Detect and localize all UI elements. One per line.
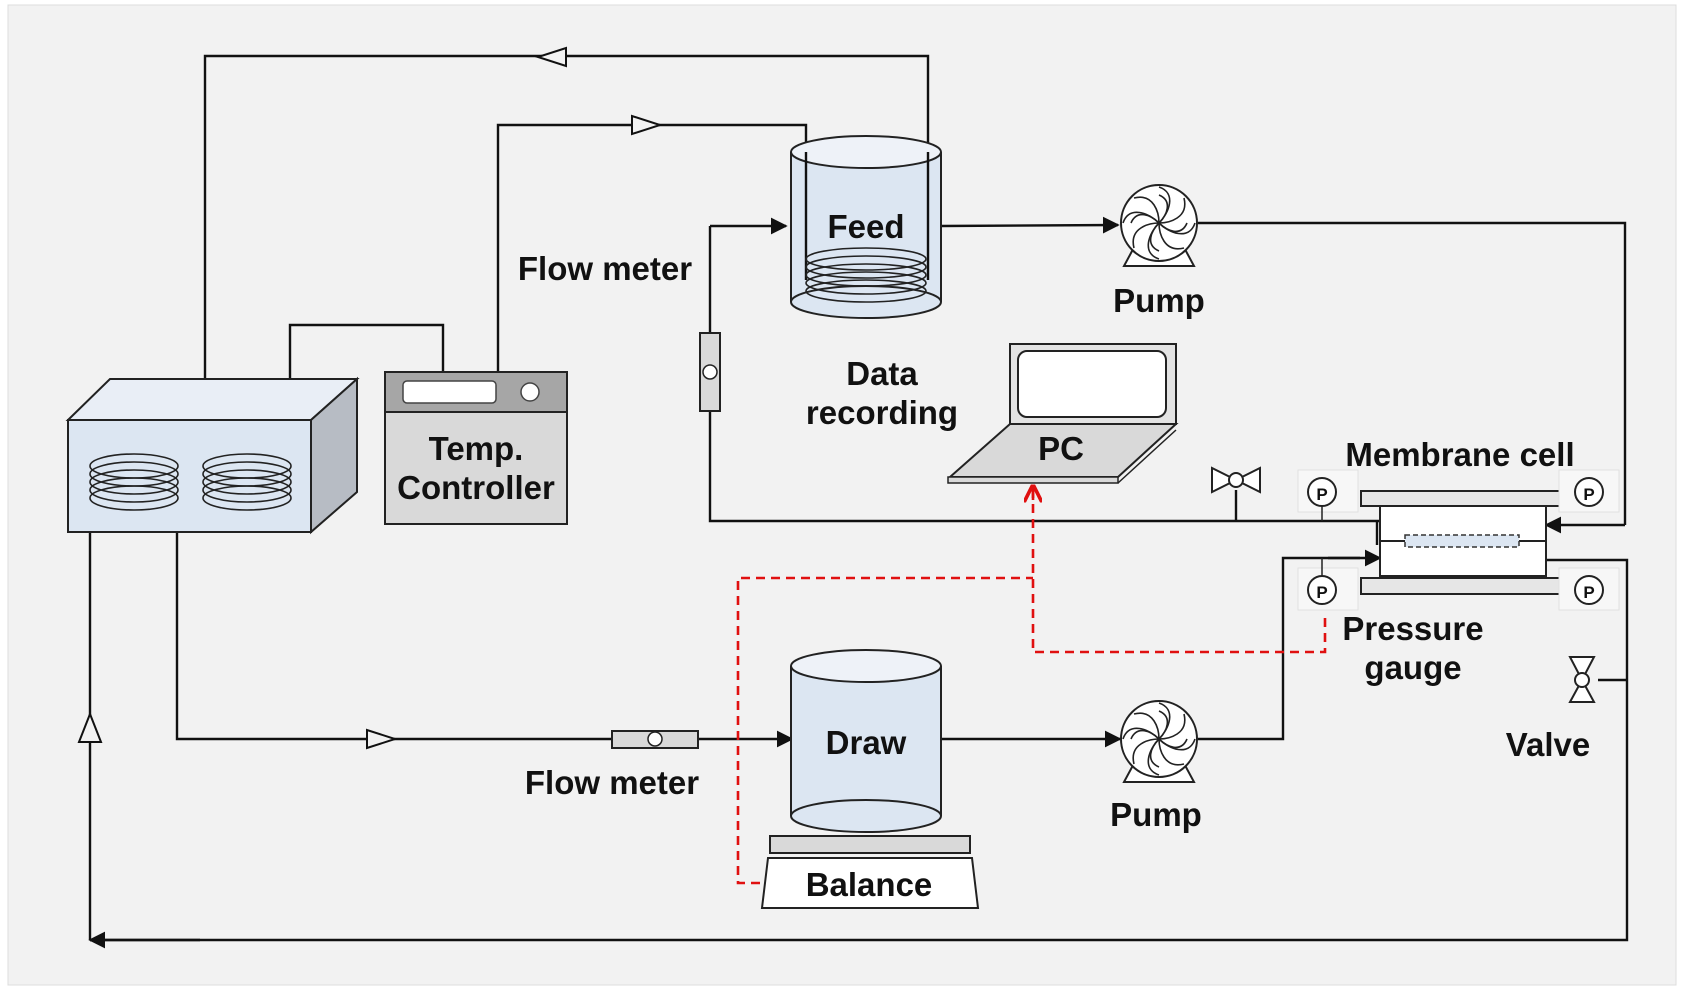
pc-laptop: PC xyxy=(947,343,1179,484)
membrane xyxy=(1404,534,1520,548)
draw-tank: Draw xyxy=(790,649,942,833)
pressure-gauge-1: P xyxy=(1297,469,1359,521)
cooling-coil xyxy=(89,453,179,511)
feed-tank: Feed xyxy=(790,135,942,319)
valve-top xyxy=(1211,466,1261,494)
data-recording-label-1: Data xyxy=(846,355,918,392)
membrane-cell-label: Membrane cell xyxy=(1345,436,1574,473)
flow-direction-arrow xyxy=(77,711,103,743)
pressure-gauge-4: P xyxy=(1558,567,1620,611)
temp-controller-label-2: Controller xyxy=(397,469,555,506)
pressure-gauge-2: P xyxy=(1558,469,1620,513)
pump-feed xyxy=(1120,184,1198,267)
chiller-bath xyxy=(65,376,360,535)
pressure-gauge-3: P xyxy=(1297,558,1359,611)
signal-lines xyxy=(736,486,1327,885)
flow-direction-arrow xyxy=(534,46,567,68)
temp-controller-label-1: Temp. xyxy=(429,430,524,467)
flow-meter-draw xyxy=(611,730,699,749)
pump-label-top: Pump xyxy=(1113,282,1205,319)
flow-meter-label-bottom: Flow meter xyxy=(525,764,699,801)
pc-label: PC xyxy=(1038,430,1084,467)
controller-knob xyxy=(520,382,540,402)
valve-label: Valve xyxy=(1506,726,1590,763)
controller-display xyxy=(402,380,497,404)
flow-meter-feed xyxy=(699,332,721,412)
gauge-symbol: P xyxy=(1316,583,1327,602)
feed-label: Feed xyxy=(827,208,904,245)
temp-controller: Temp. Controller xyxy=(384,371,568,525)
heat-exchange-coil xyxy=(805,247,927,303)
pressure-gauge-label-2: gauge xyxy=(1364,649,1461,686)
pump-label-bottom: Pump xyxy=(1110,796,1202,833)
cooling-coil xyxy=(202,453,292,511)
pump-draw xyxy=(1120,700,1198,783)
flow-direction-arrow xyxy=(631,114,664,136)
membrane-cell xyxy=(1360,490,1561,595)
data-recording-label-2: recording xyxy=(806,394,958,431)
flow-direction-arrow xyxy=(366,728,399,750)
balance: Balance xyxy=(760,835,980,909)
valve-bottom xyxy=(1568,656,1596,703)
gauge-symbol: P xyxy=(1583,583,1594,602)
pc-screen xyxy=(1017,350,1167,418)
flow-meter-label-top: Flow meter xyxy=(518,250,692,287)
pressure-gauge-label-1: Pressure xyxy=(1342,610,1483,647)
draw-label: Draw xyxy=(826,724,907,761)
gauge-symbol: P xyxy=(1316,485,1327,504)
gauge-symbol: P xyxy=(1583,485,1594,504)
balance-label: Balance xyxy=(806,866,933,903)
